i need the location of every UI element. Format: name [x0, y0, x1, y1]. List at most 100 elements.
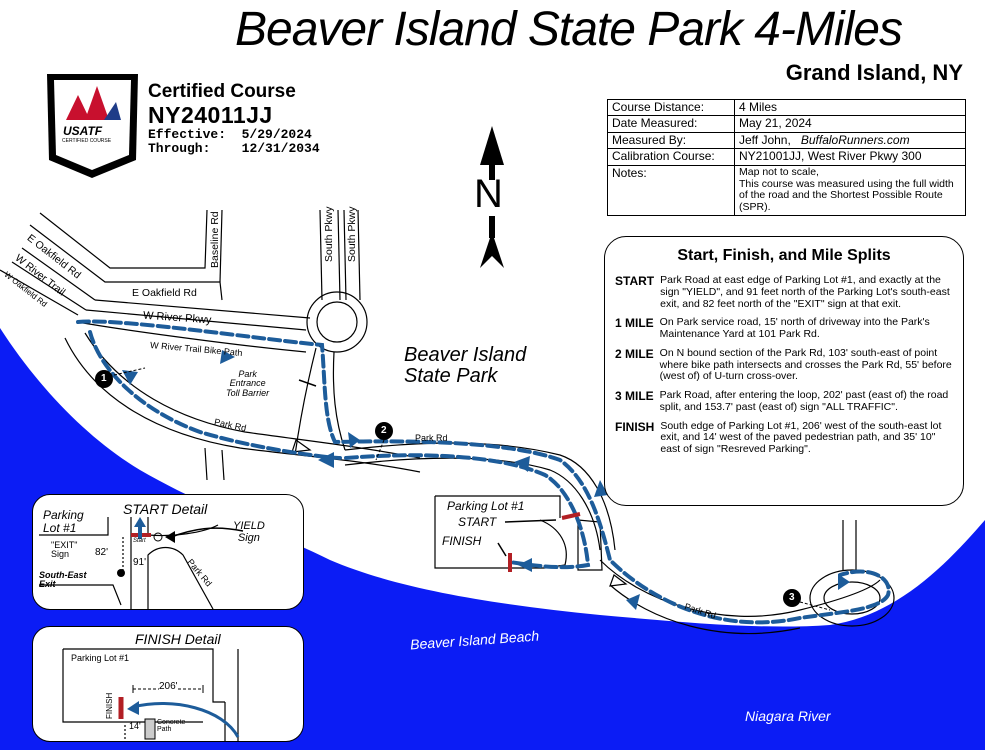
- start-detail-drawing: [39, 517, 244, 609]
- split-label: 2 MILE: [615, 346, 654, 361]
- mile-marker-2: 2: [381, 425, 387, 436]
- split-label: 3 MILE: [615, 389, 654, 403]
- river-label: Niagara River: [745, 708, 831, 724]
- page-subtitle: Grand Island, NY: [785, 60, 963, 85]
- road-label: Baseline Rd: [209, 211, 221, 268]
- toll-barrier-label: Park Entrance Toll Barrier: [226, 369, 270, 398]
- info-value: Jeff John,: [739, 132, 791, 147]
- table-row: Notes: Map not to scale,This course was m…: [607, 164, 966, 216]
- distance-14: 14': [129, 721, 141, 731]
- finish-label: FINISH: [442, 534, 482, 548]
- north-arrow: [480, 126, 504, 268]
- start-finish-markers: [508, 512, 581, 572]
- info-value-website: BuffaloRunners.com: [800, 132, 910, 147]
- yield-line1: YIELD: [233, 520, 265, 532]
- info-label: Notes:: [607, 164, 735, 216]
- info-label: Course Distance:: [607, 98, 735, 117]
- mile-marker-circles: [95, 370, 801, 607]
- page-title: Beaver Island State Park 4-Miles: [235, 3, 903, 56]
- split-label: FINISH: [615, 419, 655, 434]
- toll-line2: Entrance: [229, 378, 266, 389]
- logo-text: USATF: [63, 124, 103, 138]
- concrete-line2: Path: [157, 726, 172, 734]
- table-row: Course Distance:4 Miles: [607, 98, 966, 117]
- list-item: FINISH South edge of Parking Lot #1, 206'…: [615, 419, 953, 456]
- cert-heading: Certified Course: [148, 81, 296, 102]
- split-label: 1 MILE: [615, 316, 654, 331]
- route-arrows: [122, 350, 850, 610]
- distance-206: 206': [159, 681, 178, 692]
- se-exit-label: South-East Exit: [39, 570, 87, 590]
- start-detail-title: START Detail: [123, 501, 208, 517]
- effective-label: Effective:: [148, 127, 227, 143]
- splits-panel: Start, Finish, and Mile Splits START Park…: [604, 236, 964, 506]
- list-item: 2 MILE On N bound section of the Park Rd,…: [615, 346, 953, 383]
- cert-course-id: NY24011JJ: [148, 101, 273, 128]
- toll-line3: Toll Barrier: [226, 387, 270, 398]
- finish-vertical-label: FINISH: [105, 692, 114, 719]
- start-detail-lot: Parking Lot #1: [43, 509, 84, 534]
- yield-line2: Sign: [237, 531, 260, 544]
- split-text: Park Road, after entering the loop, 202'…: [659, 389, 949, 413]
- road-label: E Oakfield Rd: [132, 287, 197, 299]
- info-label: Measured By:: [607, 131, 735, 150]
- start-small-label: Start: [133, 538, 146, 544]
- distance-82: 82': [95, 547, 109, 558]
- notes-line1: Map not to scale,: [739, 165, 819, 178]
- exit-sign-label: "EXIT" Sign: [51, 540, 78, 560]
- park-name-line2: State Park: [404, 365, 498, 387]
- logo-subtext: CERTIFIED COURSE: [62, 138, 112, 144]
- course-route: [76, 319, 891, 625]
- list-item: 3 MILE Park Road, after entering the loop…: [615, 389, 953, 414]
- mile-marker-3: 3: [789, 592, 795, 603]
- info-label: Calibration Course:: [607, 148, 735, 166]
- split-text: Park Road at east edge of Parking Lot #1…: [660, 274, 950, 310]
- parking-lot-label: Parking Lot #1: [447, 499, 525, 513]
- park-name: Beaver Island State Park: [404, 345, 526, 387]
- course-info-table: Course Distance:4 Miles Date Measured:Ma…: [607, 98, 966, 216]
- certification-block: Certified Course NY24011JJ Effective: 5/…: [148, 81, 320, 157]
- finish-detail-lot: Parking Lot #1: [71, 653, 130, 663]
- table-row: Date Measured:May 21, 2024: [607, 115, 966, 133]
- notes-line2: This course was measured using the full …: [739, 177, 954, 213]
- road-label: South Pkwy: [346, 206, 358, 262]
- road-label: South Pkwy: [323, 206, 335, 262]
- finish-detail-title: FINISH Detail: [135, 631, 221, 647]
- start-label: START: [458, 515, 497, 529]
- through-date: 12/31/2034: [241, 141, 320, 157]
- concrete-path-label: Concrete Path: [157, 719, 185, 734]
- list-item: START Park Road at east edge of Parking L…: [615, 274, 953, 310]
- through-label: Through:: [148, 141, 211, 157]
- park-name-line1: Beaver Island: [404, 344, 527, 366]
- split-text: On Park service road, 15' north of drive…: [659, 316, 930, 340]
- effective-date: 5/29/2024: [241, 127, 312, 143]
- exit-line2: Sign: [51, 549, 70, 560]
- lot-line1: Parking: [43, 508, 84, 522]
- start-finish-leaders: [298, 379, 557, 557]
- mile-marker-1: 1: [101, 373, 107, 384]
- exit-line1: "EXIT": [51, 540, 78, 550]
- info-value: May 21, 2024: [734, 115, 966, 133]
- concrete-line1: Concrete: [157, 719, 186, 726]
- lot-line2: Lot #1: [43, 520, 77, 535]
- split-label: START: [615, 274, 655, 288]
- split-text: South edge of Parking Lot #1, 206' west …: [660, 419, 942, 455]
- table-row: Calibration Course:NY21001JJ, West River…: [607, 148, 966, 166]
- info-value: NY21001JJ, West River Pkwy 300: [734, 148, 966, 166]
- splits-heading: Start, Finish, and Mile Splits: [677, 247, 891, 264]
- yield-sign-label: YIELD Sign: [233, 520, 265, 544]
- table-row: Measured By: Jeff John, BuffaloRunners.co…: [607, 131, 966, 150]
- list-item: 1 MILE On Park service road, 15' north of…: [615, 316, 953, 341]
- usatf-logo: [47, 74, 138, 178]
- se-line1: South-East: [39, 570, 87, 580]
- north-label: N: [474, 172, 503, 216]
- split-text: On N bound section of the Park Rd, 103' …: [659, 346, 952, 383]
- info-value: 4 Miles: [734, 98, 966, 117]
- toll-line1: Park: [238, 369, 257, 379]
- finish-detail-drawing: [62, 648, 240, 741]
- se-line2: Exit: [39, 579, 56, 590]
- finish-detail-panel: FINISH Detail Parking Lot #1 206' FINISH…: [32, 626, 304, 742]
- distance-91: 91': [133, 557, 147, 568]
- info-label: Date Measured:: [607, 115, 735, 133]
- road-label: Park Rd: [415, 433, 448, 443]
